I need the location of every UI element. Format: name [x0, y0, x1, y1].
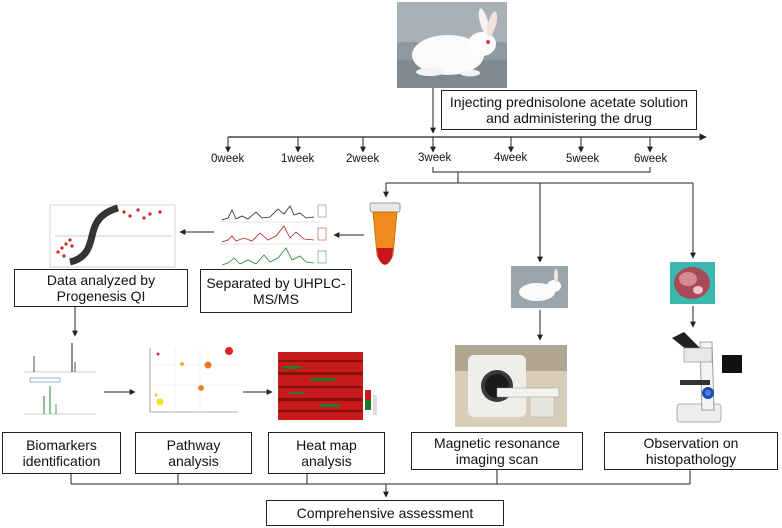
- heatmap-image: [278, 352, 377, 420]
- separated-line1: Separated by UHPLC-: [206, 275, 346, 291]
- data-analyzed-line2: Progenesis QI: [56, 288, 146, 304]
- histo-box: Observation on histopathology: [604, 432, 778, 470]
- timeline-ticks: [225, 137, 653, 153]
- biomarkers-line2: identification: [22, 453, 101, 469]
- mri-scanner-photo: [455, 345, 567, 427]
- biomarkers-box: Biomarkers identification: [2, 432, 121, 474]
- injection-line2: and administering the drug: [486, 110, 652, 126]
- histo-line2: histopathology: [645, 451, 737, 467]
- mri-box: Magnetic resonance imaging scan: [411, 432, 583, 470]
- small-rabbit-photo: [511, 266, 568, 308]
- microscope-photo: [672, 332, 742, 423]
- scatter-plot-image: [49, 204, 176, 268]
- separated-box: Separated by UHPLC- MS/MS: [200, 269, 352, 313]
- assessment-label: Comprehensive assessment: [296, 505, 474, 521]
- heatmap-box: Heat map analysis: [268, 432, 385, 474]
- week-label-1: 1week: [281, 153, 315, 165]
- biomarkers-line1: Biomarkers: [26, 437, 97, 453]
- spectra-image: [20, 340, 100, 420]
- assessment-connectors: [70, 470, 691, 498]
- separated-line2: MS/MS: [253, 291, 299, 307]
- week-label-3: 3week: [418, 152, 452, 164]
- week-label-4: 4week: [494, 152, 528, 164]
- data-analyzed-box: Data analyzed by Progenesis QI: [14, 269, 188, 307]
- chromatogram-image: [218, 200, 328, 272]
- week-label-2: 2week: [346, 153, 380, 165]
- mri-line2: imaging scan: [455, 451, 539, 467]
- mri-line1: Magnetic resonance: [433, 435, 561, 451]
- pathway-line1: Pathway: [166, 437, 221, 453]
- injection-line1: Injecting prednisolone acetate solution: [449, 94, 689, 110]
- week-label-5: 5week: [566, 153, 600, 165]
- pathway-line2: analysis: [168, 453, 219, 469]
- tissue-photo: [670, 262, 715, 304]
- histo-line1: Observation on: [643, 435, 739, 451]
- heatmap-line1: Heat map: [296, 437, 357, 453]
- weeks-bracket: [383, 167, 696, 263]
- data-analyzed-line1: Data analyzed by: [46, 272, 156, 288]
- bubble-chart-image: [140, 345, 240, 415]
- pathway-box: Pathway analysis: [135, 432, 252, 474]
- week-label-6: 6week: [634, 153, 668, 165]
- assessment-box: Comprehensive assessment: [266, 500, 504, 526]
- rabbit-photo: [397, 2, 507, 88]
- tube-icon: [369, 202, 401, 265]
- injection-box: Injecting prednisolone acetate solution …: [441, 90, 697, 130]
- heatmap-line2: analysis: [301, 453, 352, 469]
- week-label-0: 0week: [211, 153, 245, 165]
